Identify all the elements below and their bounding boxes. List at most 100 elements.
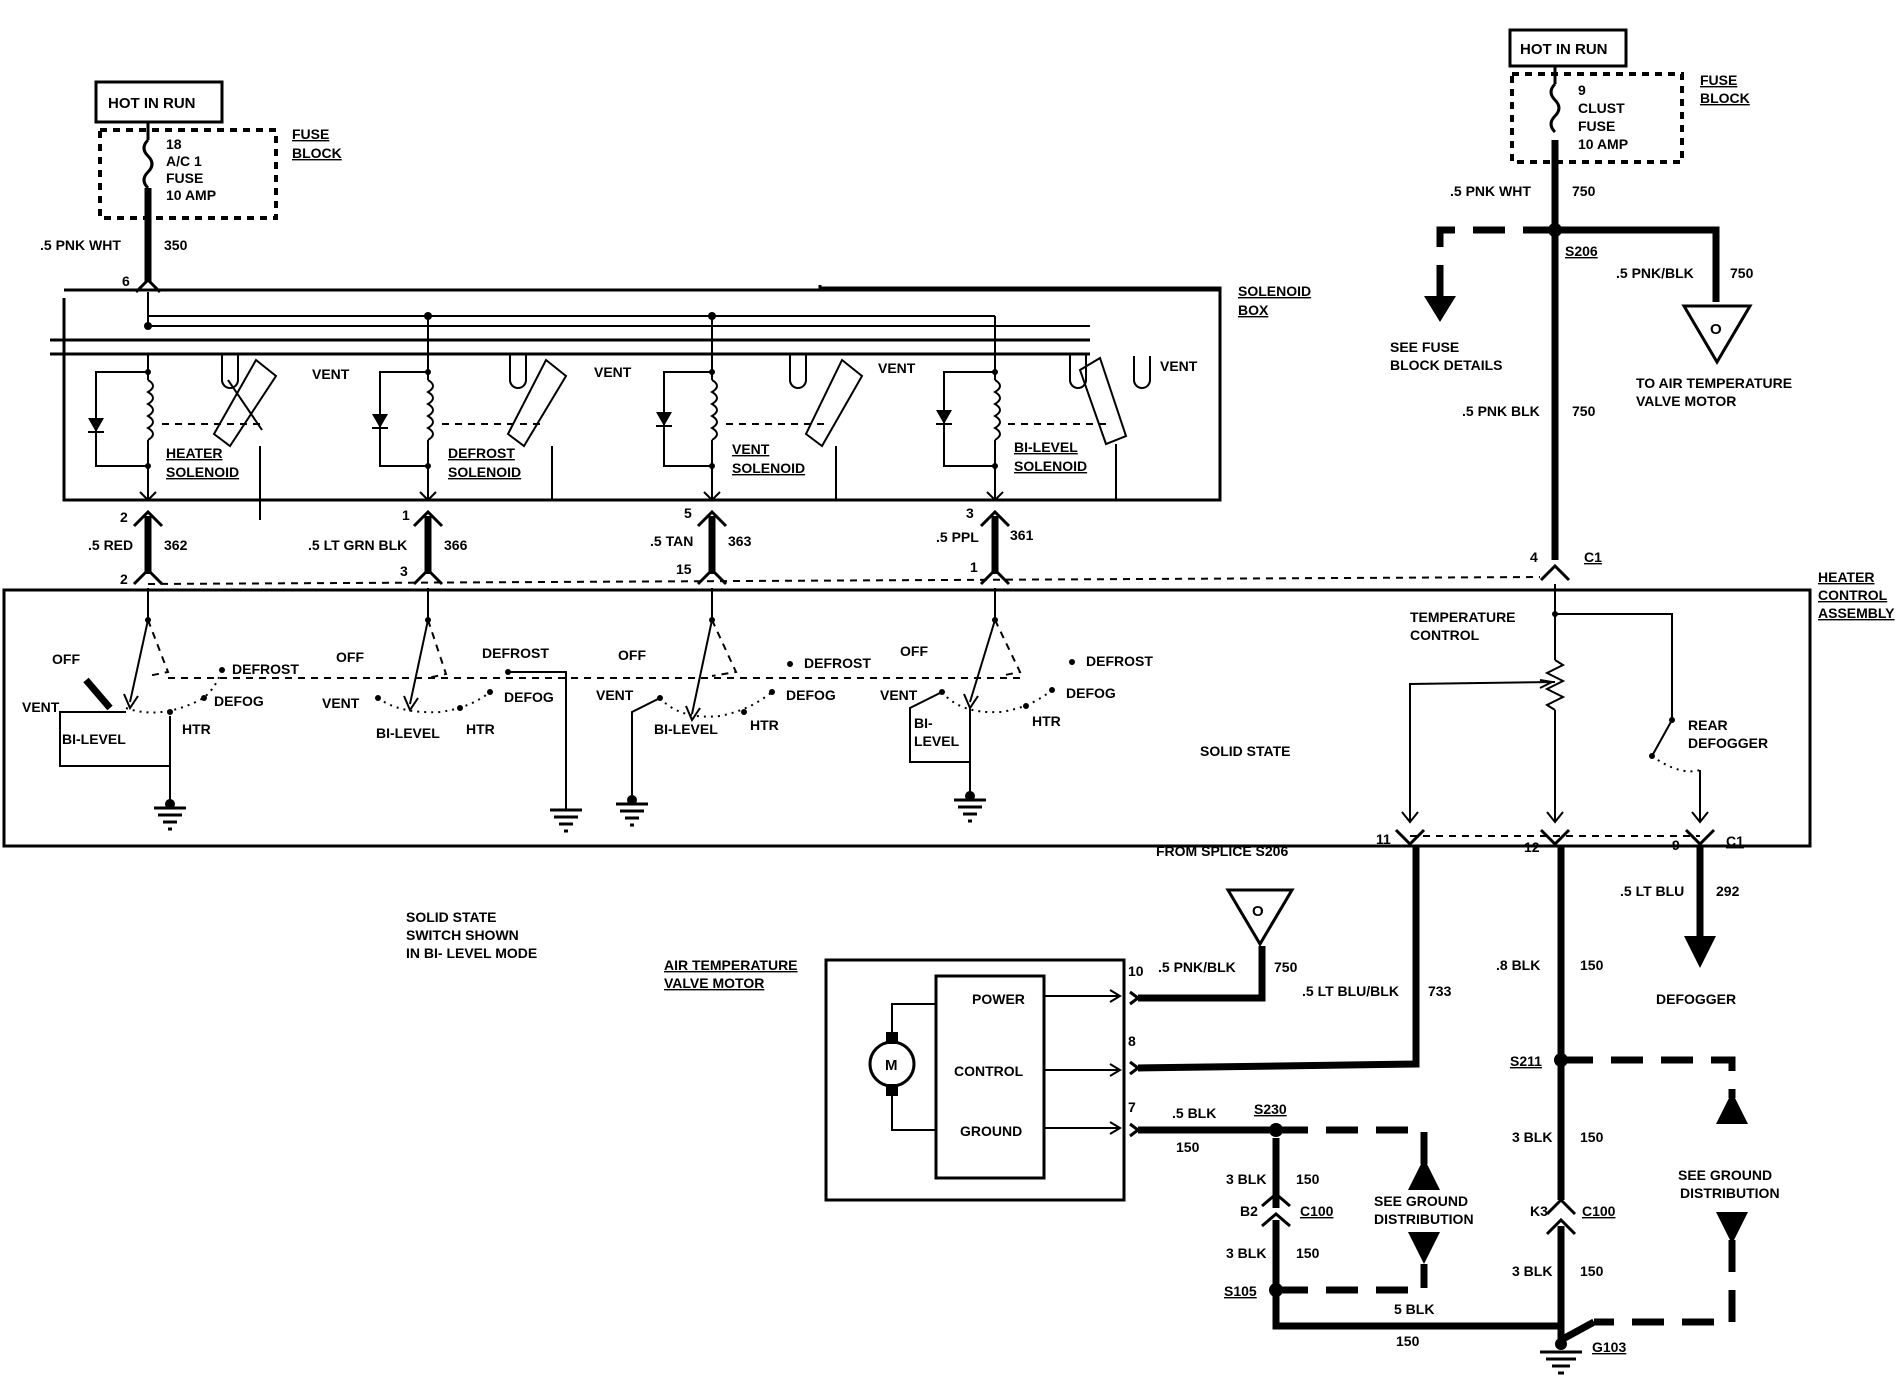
vent-legend-symbol bbox=[1133, 356, 1151, 389]
atvm-control-label: CONTROL bbox=[954, 1063, 1024, 1079]
bilevel-pin-top: 3 bbox=[966, 505, 974, 521]
heater-control-label-2: CONTROL bbox=[1818, 587, 1888, 603]
solid-state-note-1: SOLID STATE bbox=[406, 909, 496, 925]
sw1-bilevel: BI-LEVEL bbox=[62, 731, 126, 747]
pin-9-label: 9 bbox=[1672, 837, 1680, 853]
splice-s105-label: S105 bbox=[1224, 1283, 1257, 1299]
left-fuse-line-3: FUSE bbox=[166, 170, 203, 186]
see-ground-1-a: SEE GROUND bbox=[1374, 1193, 1468, 1209]
bilevel-circuit: 361 bbox=[1010, 527, 1034, 543]
control-wire bbox=[1137, 846, 1420, 1072]
c100-right-label: C100 bbox=[1582, 1203, 1616, 1219]
solenoid-box-label-2: BOX bbox=[1238, 302, 1269, 318]
air-temp-branch-wire-color: .5 PNK/BLK bbox=[1616, 265, 1694, 281]
right-fuse-symbol bbox=[1549, 82, 1561, 134]
right-fuse-block-label-2: BLOCK bbox=[1700, 90, 1750, 106]
left-hot-in-run-box bbox=[94, 80, 224, 124]
sw2-htr: HTR bbox=[466, 721, 495, 737]
c100-blk-circuit: 150 bbox=[1296, 1245, 1320, 1261]
sw3-off: OFF bbox=[618, 647, 646, 663]
atvm-power-label: POWER bbox=[972, 991, 1025, 1007]
sw4-vent: VENT bbox=[880, 687, 918, 703]
bilevel-solenoid-name-2: SOLENOID bbox=[1014, 458, 1087, 474]
sw3-vent: VENT bbox=[596, 687, 634, 703]
bilevel-solenoid: BI-LEVEL SOLENOID bbox=[936, 316, 1128, 502]
vent-circuit: 363 bbox=[728, 533, 752, 549]
ground-circuit: 150 bbox=[1176, 1139, 1200, 1155]
solid-state-note-3: IN BI- LEVEL MODE bbox=[406, 945, 537, 961]
offpage-o-top: O bbox=[1710, 321, 1722, 338]
sw4-defrost: DEFROST bbox=[1086, 653, 1153, 669]
vent-pin-bot: 15 bbox=[676, 561, 692, 577]
k3-blk-circuit: 150 bbox=[1580, 1263, 1604, 1279]
heater-control-label-3: ASSEMBLY bbox=[1818, 605, 1895, 621]
power-circuit: 750 bbox=[1274, 959, 1298, 975]
sw1-htr: HTR bbox=[182, 721, 211, 737]
air-temp-branch-circuit: 750 bbox=[1730, 265, 1754, 281]
left-feed-circuit: 350 bbox=[164, 237, 188, 253]
solid-state-note-2: SWITCH SHOWN bbox=[406, 927, 519, 943]
motor-icon bbox=[868, 1003, 936, 1131]
heater-wire: .5 RED bbox=[88, 537, 133, 553]
sw2-off: OFF bbox=[336, 649, 364, 665]
defrost-pin-top: 1 bbox=[402, 507, 410, 523]
right-feed-wire-color: .5 PNK WHT bbox=[1450, 183, 1531, 199]
heater-control-label-1: HEATER bbox=[1818, 569, 1875, 585]
mode-switch-2 bbox=[375, 588, 582, 833]
right-feed-circuit: 750 bbox=[1572, 183, 1596, 199]
right-mid-circuit: 750 bbox=[1572, 403, 1596, 419]
pin-6-label: 6 bbox=[122, 273, 130, 289]
pin-7-label: 7 bbox=[1128, 1099, 1136, 1115]
heater-circuit: 362 bbox=[164, 537, 188, 553]
see-ground-2-b: DISTRIBUTION bbox=[1680, 1185, 1780, 1201]
heater-pin-bot: 2 bbox=[120, 571, 128, 587]
ground-wire-color: .5 BLK bbox=[1172, 1105, 1216, 1121]
left-feed-wire-color: .5 PNK WHT bbox=[40, 237, 121, 253]
ground-dist-branch-1 bbox=[1276, 1126, 1428, 1168]
sw1-off: OFF bbox=[52, 651, 80, 667]
sw1-vent: VENT bbox=[22, 699, 60, 715]
c100-left-label: C100 bbox=[1300, 1203, 1334, 1219]
right-mid-wire-color: .5 PNK BLK bbox=[1462, 403, 1540, 419]
solid-state-label: SOLID STATE bbox=[1200, 743, 1290, 759]
defrost-circuit: 366 bbox=[444, 537, 468, 553]
to-air-temp-2: VALVE MOTOR bbox=[1636, 393, 1736, 409]
vent-label-1: VENT bbox=[312, 366, 350, 382]
vent-solenoid-name-2: SOLENOID bbox=[732, 460, 805, 476]
heater-solenoid-name-1: HEATER bbox=[166, 445, 223, 461]
offpage-o-bottom: O bbox=[1252, 903, 1264, 920]
left-fuse-block-label-1: FUSE bbox=[292, 126, 329, 142]
sw4-level: LEVEL bbox=[914, 733, 960, 749]
sw3-bilevel: BI-LEVEL bbox=[654, 721, 718, 737]
atvm-ground-label: GROUND bbox=[960, 1123, 1022, 1139]
solenoid-box-label-1: SOLENOID bbox=[1238, 283, 1311, 299]
s211-blk-label: 3 BLK bbox=[1512, 1129, 1552, 1145]
sw2-defrost: DEFROST bbox=[482, 645, 549, 661]
vent-solenoid-name-1: VENT bbox=[732, 441, 770, 457]
splice-s206-label: S206 bbox=[1565, 243, 1598, 259]
power-wire bbox=[1138, 946, 1266, 1002]
sw3-defrost: DEFROST bbox=[804, 655, 871, 671]
left-fuse-symbol bbox=[142, 138, 154, 190]
sw1-defrost: DEFROST bbox=[232, 661, 299, 677]
mode-switch-1 bbox=[59, 588, 1020, 831]
left-fuse-block-outline bbox=[98, 128, 278, 220]
left-hot-in-run-label: HOT IN RUN bbox=[108, 95, 196, 112]
defrost-pin-bot: 3 bbox=[400, 563, 408, 579]
bilevel-wire: .5 PPL bbox=[936, 529, 979, 545]
vent-solenoid: VENT SOLENOID bbox=[656, 316, 864, 502]
heater-pin-top: 2 bbox=[120, 509, 128, 525]
right-fuse-block-outline bbox=[1510, 72, 1684, 164]
pin-k3-label: K3 bbox=[1530, 1203, 1548, 1219]
right-hot-in-run-label: HOT IN RUN bbox=[1520, 41, 1608, 58]
from-splice-label: FROM SPLICE S206 bbox=[1156, 843, 1288, 859]
pin-8-label: 8 bbox=[1128, 1033, 1136, 1049]
s230-blk-circuit: 150 bbox=[1296, 1171, 1320, 1187]
offpage-connector-bottom bbox=[1225, 888, 1295, 947]
bilevel-pin-bot: 1 bbox=[970, 559, 978, 575]
sw1-defog: DEFOG bbox=[214, 693, 264, 709]
splice-s211-label: S211 bbox=[1510, 1053, 1542, 1069]
pin-b2-label: B2 bbox=[1240, 1203, 1258, 1219]
sw4-off: OFF bbox=[900, 643, 928, 659]
